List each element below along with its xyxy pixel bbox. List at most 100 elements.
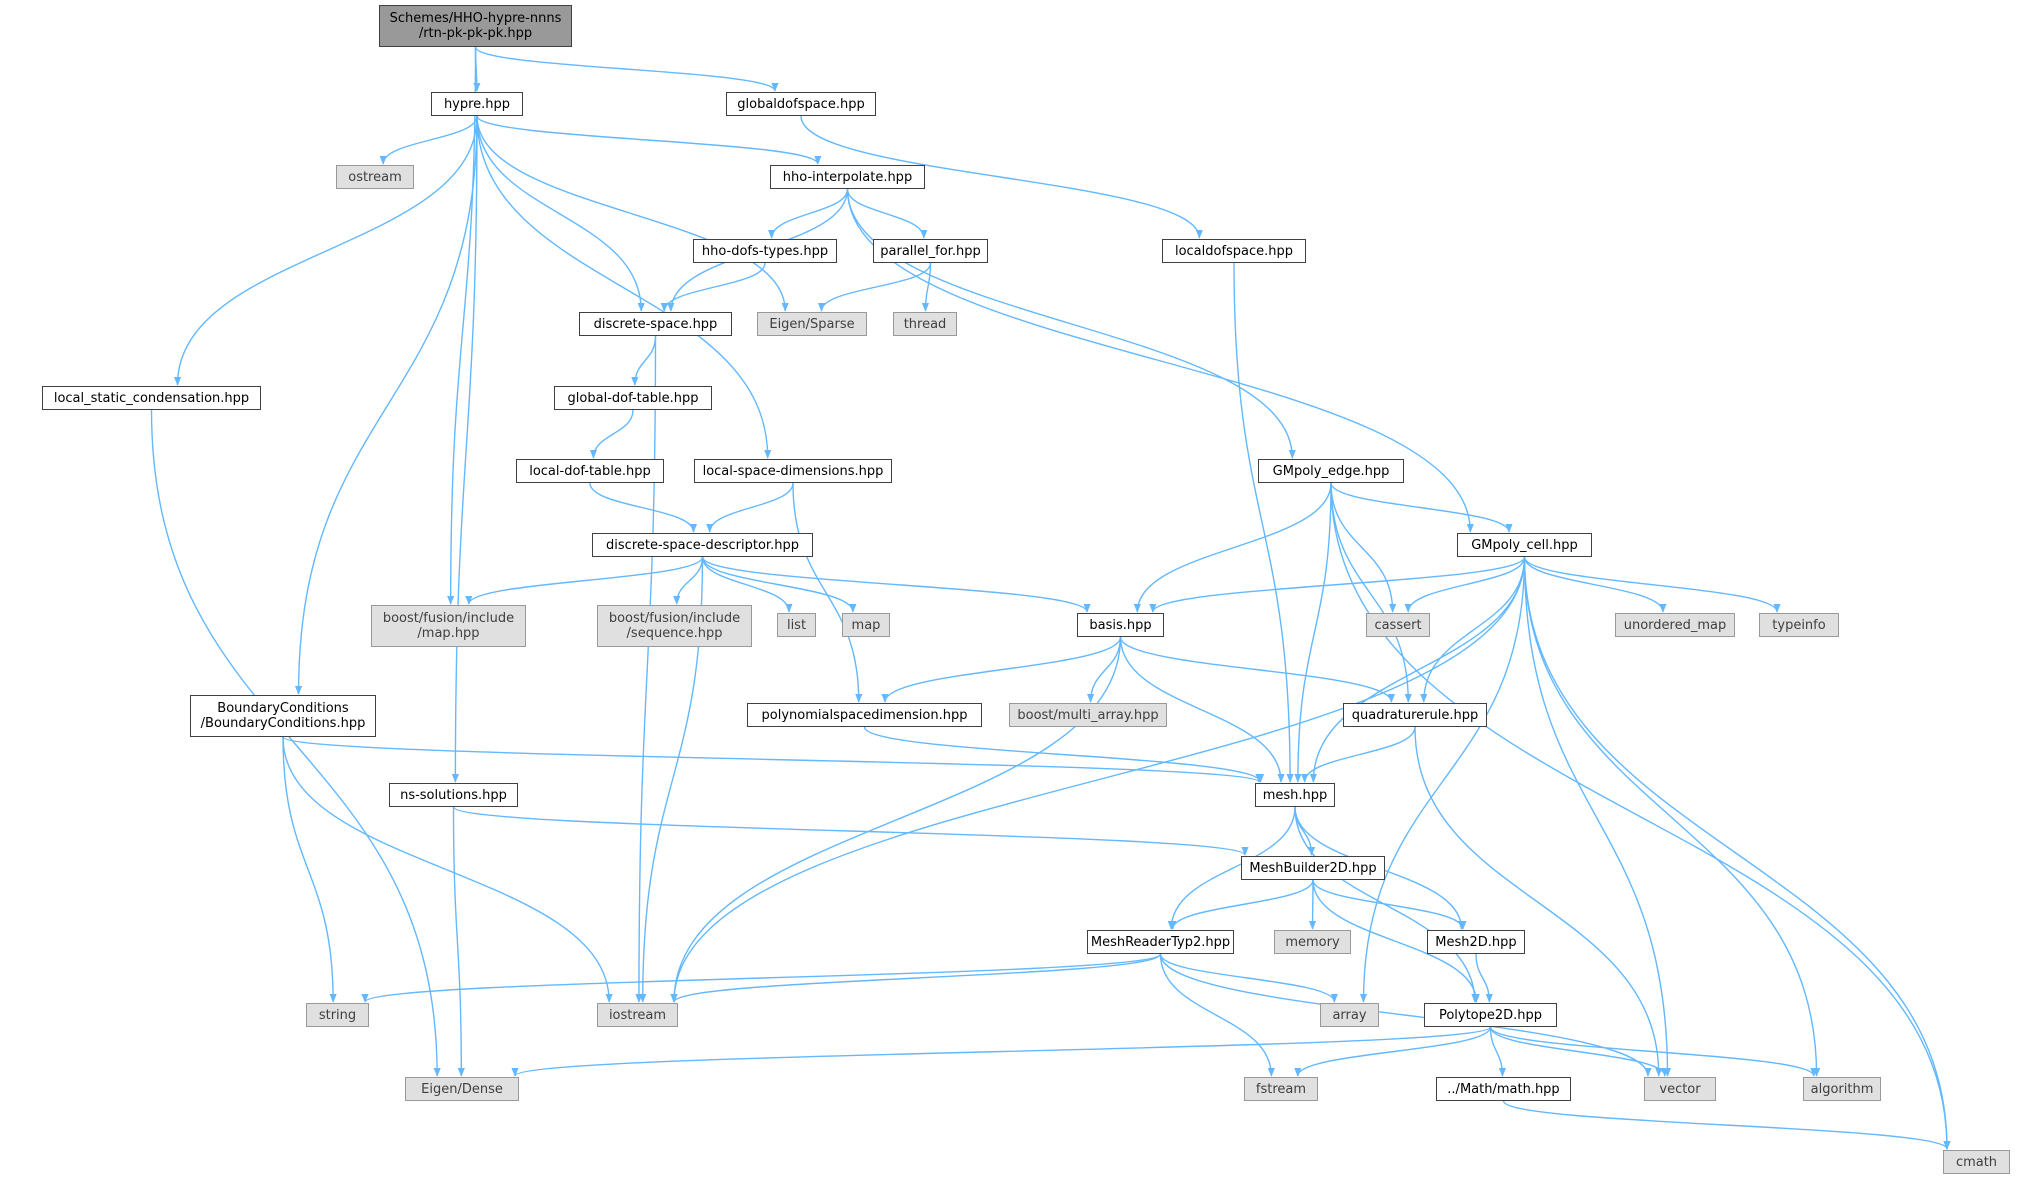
node-qr[interactable]: quadraturerule.hpp — [1343, 703, 1487, 727]
edge-basis-to-psd — [881, 636, 1122, 703]
node-label: boost/fusion/include — [608, 611, 741, 626]
edge-psd-to-mesh — [863, 726, 1265, 783]
edge-dsd-to-map — [701, 556, 857, 613]
node-label: unordered_map — [1623, 617, 1727, 633]
edge-hypre-to-lsc — [173, 115, 478, 386]
edge-gdof-to-ldof — [800, 115, 1203, 239]
edge-mrt2-to-array — [1159, 953, 1338, 1003]
edge-gpc-to-umap — [1523, 556, 1667, 613]
node-dspace[interactable]: discrete-space.hpp — [579, 312, 732, 336]
node-label: local_static_condensation.hpp — [53, 390, 250, 406]
node-label: quadraturerule.hpp — [1351, 707, 1479, 723]
edge-hypre-to-lsd — [476, 115, 772, 459]
node-label: discrete-space.hpp — [593, 316, 718, 332]
node-mb2d[interactable]: MeshBuilder2D.hpp — [1241, 856, 1385, 880]
node-gdt[interactable]: global-dof-table.hpp — [554, 386, 712, 410]
node-math[interactable]: ../Math/math.hpp — [1436, 1077, 1571, 1101]
node-label: Polytope2D.hpp — [1438, 1007, 1543, 1023]
node-array: array — [1320, 1003, 1379, 1027]
node-label: GMpoly_edge.hpp — [1272, 463, 1390, 479]
node-label: ostream — [348, 169, 402, 185]
node-label: MeshReaderTyp2.hpp — [1090, 934, 1231, 950]
node-label: parallel_for.hpp — [880, 243, 981, 259]
node-label: algorithm — [1810, 1081, 1874, 1097]
node-label: basis.hpp — [1089, 617, 1152, 633]
node-lsc[interactable]: local_static_condensation.hpp — [42, 386, 261, 410]
node-hhoint[interactable]: hho-interpolate.hpp — [770, 165, 925, 189]
edge-math-to-cmath — [1502, 1100, 1951, 1150]
node-gpc[interactable]: GMpoly_cell.hpp — [1457, 533, 1592, 557]
node-label: GMpoly_cell.hpp — [1471, 537, 1578, 553]
edge-p2d-to-fstream — [1294, 1026, 1492, 1077]
edge-gpc-to-basis — [1149, 556, 1526, 613]
node-label: boost/fusion/include — [382, 611, 515, 626]
edge-mb2d-to-mrt2 — [1169, 879, 1314, 930]
node-hypre[interactable]: hypre.hpp — [431, 92, 523, 116]
edge-gpc-to-cmath — [1523, 556, 1951, 1150]
node-label: global-dof-table.hpp — [567, 390, 699, 406]
node-root[interactable]: Schemes/HHO-hypre-nnns/rtn-pk-pk-pk.hpp — [379, 5, 572, 47]
node-mesh[interactable]: mesh.hpp — [1255, 783, 1335, 807]
node-bma: boost/multi_array.hpp — [1009, 703, 1167, 727]
edge-hypre-to-nss — [451, 115, 478, 783]
edge-gpc-to-iostream — [670, 556, 1526, 1003]
node-label: discrete-space-descriptor.hpp — [606, 537, 799, 553]
node-label: memory — [1285, 934, 1340, 950]
node-mrt2[interactable]: MeshReaderTyp2.hpp — [1087, 930, 1234, 954]
edge-gpc-to-typeinfo — [1523, 556, 1781, 613]
node-label: Eigen/Dense — [421, 1081, 503, 1097]
edge-gpe-to-qr — [1330, 482, 1412, 703]
node-label: local-dof-table.hpp — [529, 463, 651, 479]
node-gpe[interactable]: GMpoly_edge.hpp — [1258, 459, 1404, 483]
edge-hhoint-to-parfor — [846, 188, 928, 239]
edge-hhoint-to-gpe — [846, 188, 1296, 459]
node-nss[interactable]: ns-solutions.hpp — [389, 783, 518, 807]
node-bfseq: boost/fusion/include/sequence.hpp — [597, 605, 752, 647]
node-lsd[interactable]: local-space-dimensions.hpp — [694, 459, 892, 483]
edge-gpc-to-mesh — [1309, 556, 1526, 783]
node-label: /map.hpp — [417, 626, 480, 641]
node-fstream: fstream — [1244, 1077, 1318, 1101]
node-list: list — [777, 613, 816, 637]
node-bc[interactable]: BoundaryConditions/BoundaryConditions.hp… — [190, 695, 376, 737]
edge-gpc-to-algorithm — [1523, 556, 1821, 1077]
edge-hypre-to-dspace — [476, 115, 645, 312]
node-gdof[interactable]: globaldofspace.hpp — [726, 92, 876, 116]
node-label: ns-solutions.hpp — [400, 787, 507, 803]
edge-hhodofs-to-dspace — [660, 262, 766, 312]
edge-mb2d-to-p2d — [1312, 879, 1480, 1003]
node-label: hypre.hpp — [443, 96, 511, 112]
node-ldof[interactable]: localdofspace.hpp — [1162, 239, 1306, 263]
node-label: fstream — [1255, 1081, 1307, 1097]
edge-gpc-to-array — [1359, 556, 1526, 1003]
node-label: list — [786, 617, 807, 633]
node-thread: thread — [893, 312, 957, 336]
node-dsd[interactable]: discrete-space-descriptor.hpp — [592, 533, 813, 557]
node-ldt[interactable]: local-dof-table.hpp — [516, 459, 664, 483]
edge-mrt2-to-iostream — [670, 953, 1162, 1003]
node-label: map — [851, 617, 881, 633]
node-psd[interactable]: polynomialspacedimension.hpp — [747, 703, 982, 727]
node-basis[interactable]: basis.hpp — [1077, 613, 1164, 637]
edge-hypre-to-esparse — [476, 115, 789, 312]
node-label: typeinfo — [1772, 617, 1826, 633]
node-hhodofs[interactable]: hho-dofs-types.hpp — [693, 239, 837, 263]
node-label: /rtn-pk-pk-pk.hpp — [418, 26, 533, 41]
node-label: array — [1332, 1007, 1367, 1023]
edge-gpc-to-qr — [1420, 556, 1526, 703]
node-label: cmath — [1955, 1154, 1998, 1170]
edge-gpc-to-vector — [1523, 556, 1672, 1077]
edge-mesh-to-mb2d — [1294, 806, 1316, 856]
edge-lsd-to-dsd — [706, 482, 794, 533]
node-typeinfo: typeinfo — [1759, 613, 1839, 637]
node-m2d[interactable]: Mesh2D.hpp — [1427, 930, 1525, 954]
node-label: Mesh2D.hpp — [1435, 934, 1517, 950]
node-esparse: Eigen/Sparse — [757, 312, 867, 336]
node-label: boost/multi_array.hpp — [1017, 707, 1159, 723]
node-p2d[interactable]: Polytope2D.hpp — [1424, 1003, 1557, 1027]
node-label: thread — [903, 316, 947, 332]
node-label: /BoundaryConditions.hpp — [200, 716, 366, 731]
edge-mesh-to-mrt2 — [1167, 806, 1296, 930]
edge-p2d-to-vector — [1489, 1026, 1669, 1077]
node-parfor[interactable]: parallel_for.hpp — [873, 239, 988, 263]
